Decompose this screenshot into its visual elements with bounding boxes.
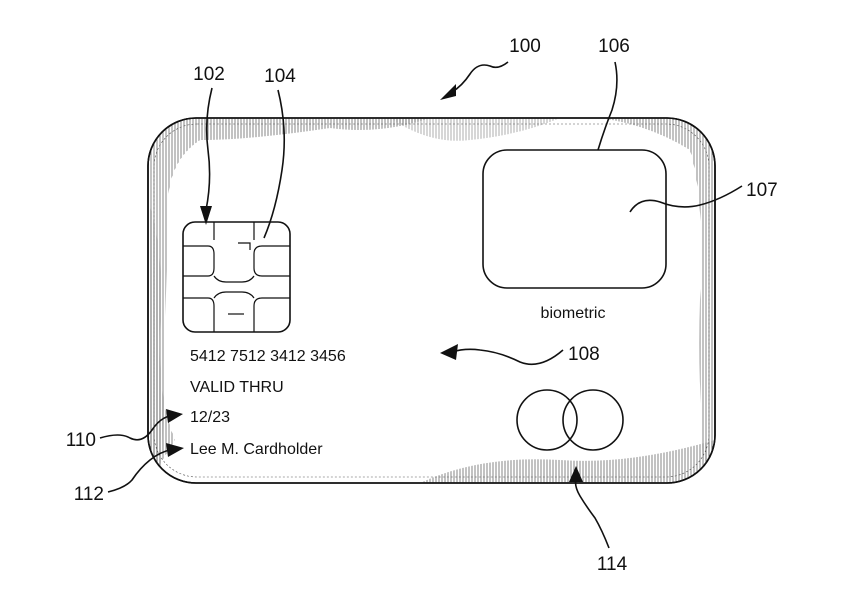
card-shading [148, 118, 715, 483]
ref-label-100: 100 [509, 36, 541, 57]
expiry-date: 12/23 [190, 409, 230, 426]
ref-label-106: 106 [598, 36, 630, 57]
chip-contact [182, 221, 291, 333]
biometric-sensor-outline [482, 149, 667, 289]
ref-label-110: 110 [66, 430, 96, 451]
ref-label-108: 108 [568, 344, 600, 365]
ref-label-104: 104 [264, 66, 296, 87]
ref-label-114: 114 [597, 554, 628, 575]
ref-label-107: 107 [746, 180, 778, 201]
card-text: 5412 7512 3412 3456 VALID THRU 12/23 Lee… [190, 348, 346, 458]
biometric-caption: biometric [541, 305, 606, 322]
ref-label-112: 112 [74, 484, 104, 505]
reference-numerals: 100 102 104 106 107 108 110 112 114 [66, 36, 778, 575]
chip-outline [182, 221, 291, 333]
biometric-sensor: biometric [482, 149, 667, 322]
card-network-logo [516, 389, 624, 451]
cardholder-name: Lee M. Cardholder [190, 441, 323, 458]
valid-thru-label: VALID THRU [190, 379, 284, 396]
leader-lines [99, 61, 743, 549]
ref-label-102: 102 [193, 64, 225, 85]
card-number: 5412 7512 3412 3456 [190, 348, 346, 365]
